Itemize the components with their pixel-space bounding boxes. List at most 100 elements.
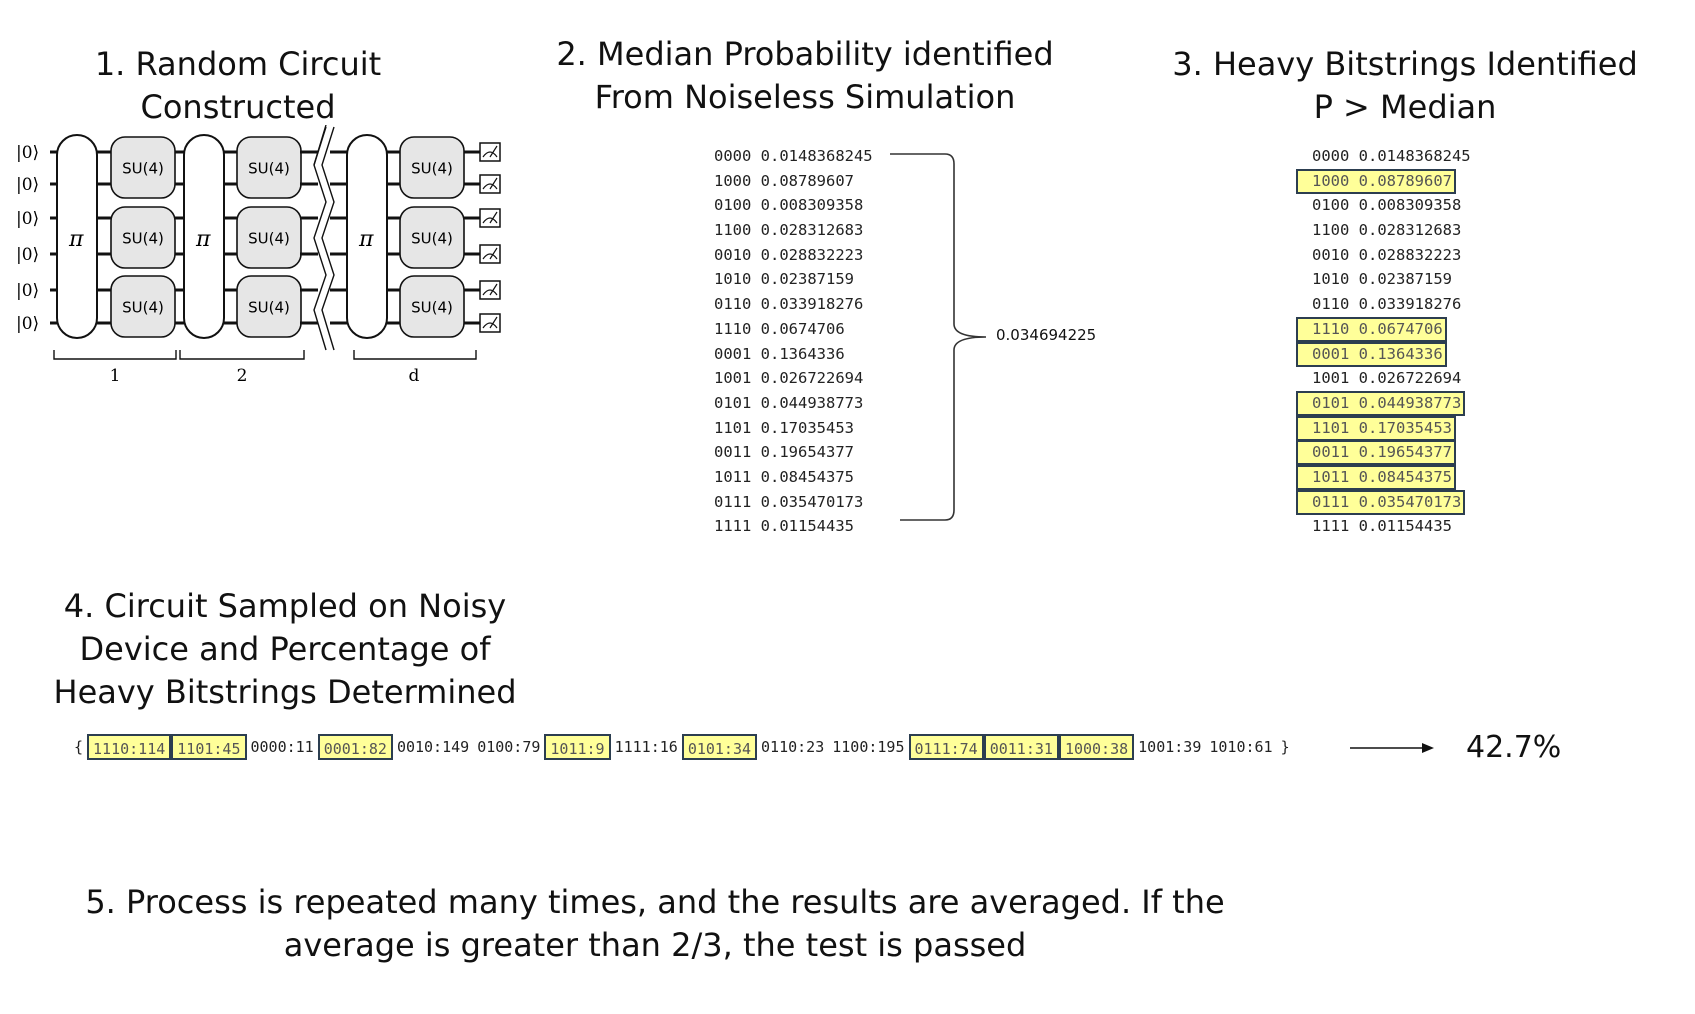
- heavy-bitstring-row: 1011 0.08454375: [1296, 464, 1473, 490]
- bitstring-text: 1100 0.028312683: [1312, 221, 1462, 240]
- su4-gate: [110, 206, 176, 269]
- step3-title-line1: 3. Heavy Bitstrings Identified: [1172, 45, 1638, 83]
- step2-title: 2. Median Probability identified From No…: [535, 33, 1075, 119]
- su4-label: SU(4): [248, 160, 290, 178]
- step4-title-line1: 4. Circuit Sampled on Noisy: [63, 587, 507, 625]
- heavy-output-percentage: 42.7%: [1466, 730, 1562, 765]
- su4-label: SU(4): [248, 230, 290, 248]
- heavy-bitstring-row: 1110 0.0674706: [1296, 316, 1473, 342]
- probability-row: 0000 0.0148368245: [714, 147, 873, 165]
- probability-row: 1010 0.02387159: [1296, 267, 1473, 292]
- meter-needle: [489, 247, 498, 260]
- heavy-highlight: 1000 0.08789607: [1296, 168, 1456, 194]
- probability-row: 0010 0.028832223: [1296, 243, 1473, 268]
- probability-row: 0110 0.033918276: [714, 295, 864, 314]
- break-line: [321, 126, 335, 351]
- probability-row: 1100 0.028312683: [714, 221, 864, 240]
- step3-title-line2: P > Median: [1313, 88, 1497, 126]
- layer-label: 2: [237, 366, 248, 385]
- heavy-bitstring-row: 0001 0.1364336: [1296, 341, 1473, 367]
- probability-row: 1111 0.01154435: [714, 517, 854, 536]
- su4-label: SU(4): [411, 299, 453, 317]
- probability-row: 1011 0.08454375: [714, 467, 854, 486]
- layer-label: d: [409, 366, 420, 385]
- step5-title: 5. Process is repeated many times, and t…: [40, 881, 1270, 967]
- probability-row: 0111 0.035470173: [714, 492, 864, 511]
- heavy-bitstring-row: 0011 0.19654377: [1296, 440, 1473, 466]
- heavy-bitstring-list: 0000 0.0148368245 1000 0.08789607 0100 0.0…: [1296, 144, 1473, 539]
- su4-gate: [399, 136, 465, 199]
- break-tick: [313, 125, 327, 166]
- heavy-sample: 0001:82: [317, 734, 393, 760]
- sample: 0000:11: [250, 738, 314, 756]
- probability-row: 1010 0.02387159: [714, 270, 854, 289]
- permutation-gate: [346, 134, 388, 339]
- su4-label: SU(4): [411, 230, 453, 248]
- sample: 1111:16: [614, 738, 678, 756]
- probability-row: 1000 0.08789607: [714, 171, 854, 190]
- heavy-bitstring-row: 0111 0.035470173: [1296, 489, 1473, 515]
- bitstring-text: 0000 0.0148368245: [1312, 147, 1471, 165]
- heavy-bitstring-row: 1000 0.08789607: [1296, 168, 1473, 194]
- probability-row: 0001 0.1364336: [714, 344, 845, 363]
- bitstring-text: 1001 0.026722694: [1312, 369, 1462, 388]
- sample: 0010:149: [396, 738, 470, 756]
- step4-title: 4. Circuit Sampled on Noisy Device and P…: [30, 585, 540, 714]
- layer-bracket: [53, 350, 177, 360]
- su4-gate: [399, 275, 465, 338]
- sample: 0110:23: [761, 738, 825, 756]
- step1-title-line2: Constructed: [140, 88, 336, 126]
- probability-row: 0100 0.008309358: [1296, 193, 1473, 218]
- meter-needle: [489, 283, 498, 296]
- layer-bracket: [353, 350, 477, 360]
- bitstring-text: 0100 0.008309358: [1312, 196, 1462, 215]
- median-value: 0.034694225: [996, 326, 1097, 344]
- open-brace: {: [74, 738, 84, 756]
- step4-title-line3: Heavy Bitstrings Determined: [53, 673, 517, 711]
- bitstring-text: 1010 0.02387159: [1312, 270, 1452, 289]
- probability-row: 1111 0.01154435: [1296, 514, 1473, 539]
- heavy-sample: 0101:34: [681, 734, 758, 760]
- sample: 1100:195: [832, 738, 905, 756]
- probability-row: 0010 0.028832223: [714, 245, 864, 264]
- median-brace: [890, 153, 987, 521]
- step5-title-line1: 5. Process is repeated many times, and t…: [85, 883, 1225, 921]
- step1-title-line1: 1. Random Circuit: [94, 45, 382, 83]
- su4-label: SU(4): [411, 160, 453, 178]
- su4-gate: [399, 206, 465, 269]
- pi-label: π: [195, 227, 211, 252]
- su4-label: SU(4): [122, 160, 164, 178]
- meter-arc: [482, 217, 498, 224]
- su4-gate: [236, 206, 302, 269]
- qubit-label: |0⟩: [16, 143, 39, 163]
- probability-row: 1001 0.026722694: [714, 369, 864, 388]
- permutation-gate: [56, 134, 98, 339]
- probability-row: 1001 0.026722694: [1296, 366, 1473, 391]
- sample: 1001:39: [1138, 738, 1202, 756]
- su4-gate: [236, 136, 302, 199]
- qubit-label: |0⟩: [16, 314, 39, 334]
- layer-label: 1: [110, 366, 121, 385]
- heavy-sample: 0111:74: [908, 734, 984, 760]
- pi-label: π: [358, 227, 374, 252]
- bitstring-text: 0010 0.028832223: [1312, 245, 1462, 264]
- arrow-icon: [1350, 743, 1434, 753]
- bitstring-text: 1111 0.01154435: [1312, 517, 1452, 536]
- qubit-label: |0⟩: [16, 175, 39, 195]
- step2-title-line1: 2. Median Probability identified: [556, 35, 1054, 73]
- heavy-bitstring-row: 0101 0.044938773: [1296, 390, 1473, 416]
- qubit-label: |0⟩: [16, 245, 39, 265]
- bitstring-text: 0110 0.033918276: [1312, 295, 1462, 314]
- meter-needle: [489, 316, 498, 329]
- meter-needle: [489, 177, 498, 190]
- sample: 0100:79: [477, 738, 541, 756]
- pi-label: π: [68, 227, 84, 252]
- heavy-highlight: 1110 0.0674706: [1296, 316, 1447, 342]
- permutation-gate: [183, 134, 225, 339]
- heavy-highlight: 1101 0.17035453: [1296, 415, 1456, 441]
- probability-row: 0011 0.19654377: [714, 443, 854, 462]
- heavy-highlight: 1011 0.08454375: [1296, 464, 1456, 490]
